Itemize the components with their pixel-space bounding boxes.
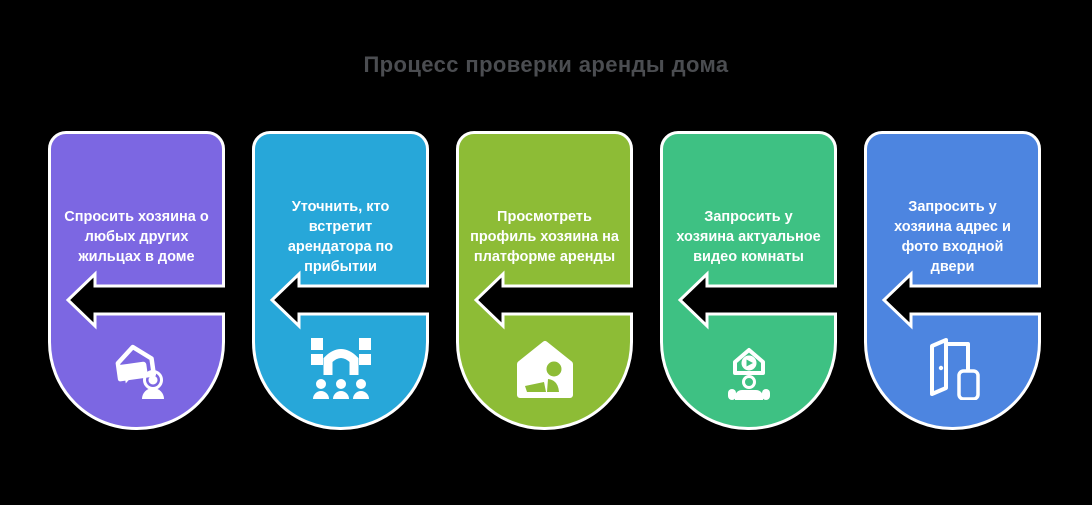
step-card: Запросить у хозяина актуальное видео ком… (660, 131, 837, 430)
step-label: Уточнить, кто встретит арендатора по при… (287, 199, 394, 275)
house-person-profile-icon (459, 334, 630, 404)
steps-row: Спросить хозяина о любых других жильцах … (48, 131, 1041, 430)
arrow-left-icon (677, 270, 837, 330)
step-card: Просмотреть профиль хозяина на платформе… (456, 131, 633, 430)
house-video-play-person-icon (663, 334, 834, 404)
arrow-left-icon (65, 270, 225, 330)
arrow-left-icon (269, 270, 429, 330)
step-card: Уточнить, кто встретит арендатора по при… (252, 131, 429, 430)
step-label: Спросить хозяина о любых других жильцах … (64, 209, 209, 265)
step-label: Просмотреть профиль хозяина на платформе… (470, 209, 619, 265)
infographic-title: Процесс проверки аренды дома (363, 52, 729, 77)
step-label: Запросить у хозяина актуальное видео ком… (676, 209, 821, 265)
step-card: Запросить у хозяина адрес и фото входной… (864, 131, 1041, 430)
arrow-left-icon (473, 270, 633, 330)
step-label: Запросить у хозяина адрес и фото входной… (894, 199, 1011, 275)
house-speech-bubble-person-icon (51, 334, 222, 404)
step-card: Спросить хозяина о любых других жильцах … (48, 131, 225, 430)
open-door-phone-icon (867, 334, 1038, 404)
arrow-left-icon (881, 270, 1041, 330)
gateway-people-icon (255, 334, 426, 404)
